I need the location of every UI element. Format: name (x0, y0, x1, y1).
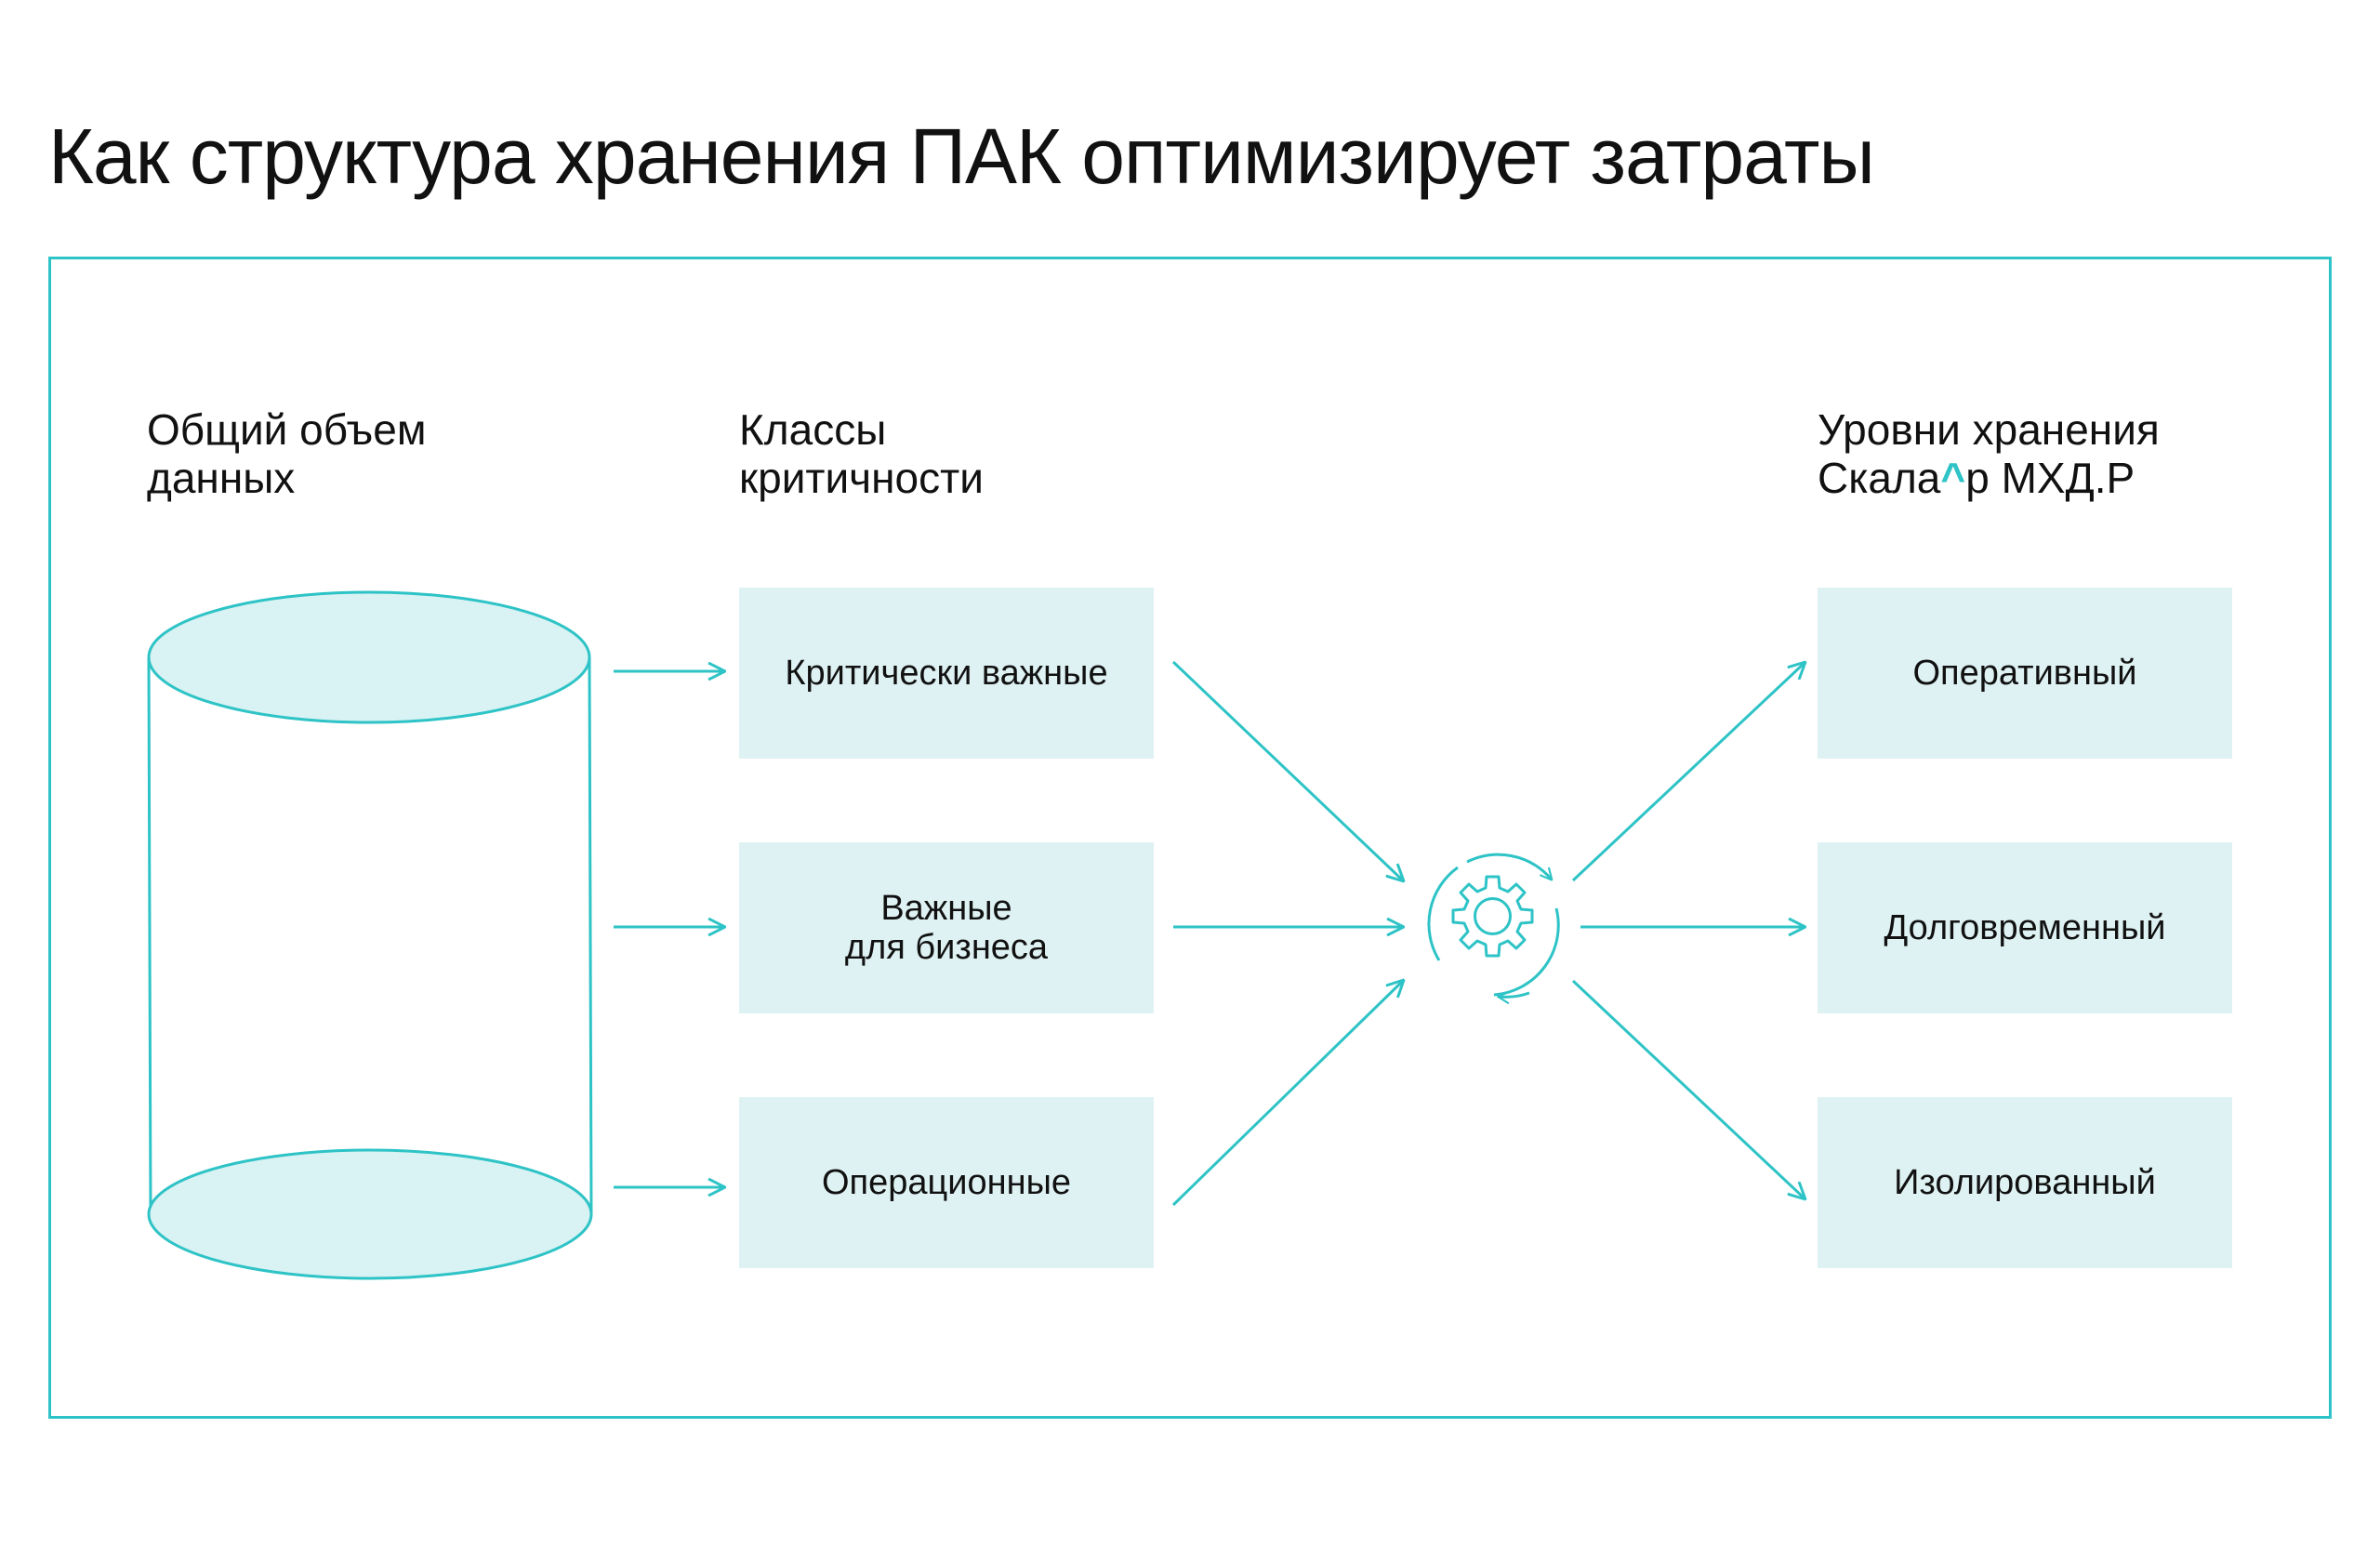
column-heading-classes: Классы критичности (739, 405, 984, 502)
column-heading-volume-line2: данных (147, 454, 296, 502)
column-heading-levels: Уровни хранения Скала^р МХД.Р (1818, 405, 2160, 502)
levels-brand-part2: р МХД.Р (1965, 454, 2135, 502)
level-box-longterm: Долговременный (1818, 842, 2232, 1013)
levels-brand-caret: ^ (1940, 454, 1966, 502)
column-heading-volume: Общий объем данных (147, 405, 427, 502)
class-box-operational: Операционные (739, 1097, 1154, 1268)
level-box-operative: Оперативный (1818, 588, 2232, 759)
class-box-critical: Критически важные (739, 588, 1154, 759)
level-box-longterm-label: Долговременный (1884, 908, 2166, 947)
levels-brand-part1: Скала (1818, 454, 1941, 502)
database-cylinder-icon (147, 590, 593, 1280)
class-box-business-label-line1: Важные (880, 889, 1012, 928)
arrow-processing-to-isolated (1571, 979, 1805, 1199)
level-box-isolated: Изолированный (1818, 1097, 2232, 1268)
column-heading-levels-line1: Уровни хранения (1818, 405, 2160, 454)
arrow-processing-to-operative (1571, 662, 1805, 882)
arrow-operational-to-processing (1171, 980, 1404, 1207)
column-heading-classes-line1: Классы (739, 405, 887, 454)
class-box-business-label-line2: для бизнеса (844, 928, 1049, 967)
level-box-isolated-label: Изолированный (1894, 1163, 2156, 1202)
class-box-operational-label: Операционные (821, 1163, 1072, 1202)
column-heading-volume-line1: Общий объем (147, 405, 427, 454)
gear-cycle-icon (1427, 853, 1560, 997)
level-box-operative-label: Оперативный (1912, 654, 2137, 693)
arrow-critical-to-processing (1171, 660, 1404, 881)
diagram-frame (48, 257, 2332, 1419)
page-title: Как структура хранения ПАК оптимизирует … (48, 112, 1875, 200)
column-heading-classes-line2: критичности (739, 454, 984, 502)
column-heading-levels-line2: Скала^р МХД.Р (1818, 454, 2160, 502)
class-box-critical-label: Критически важные (785, 654, 1108, 693)
class-box-business: Важные для бизнеса (739, 842, 1154, 1013)
